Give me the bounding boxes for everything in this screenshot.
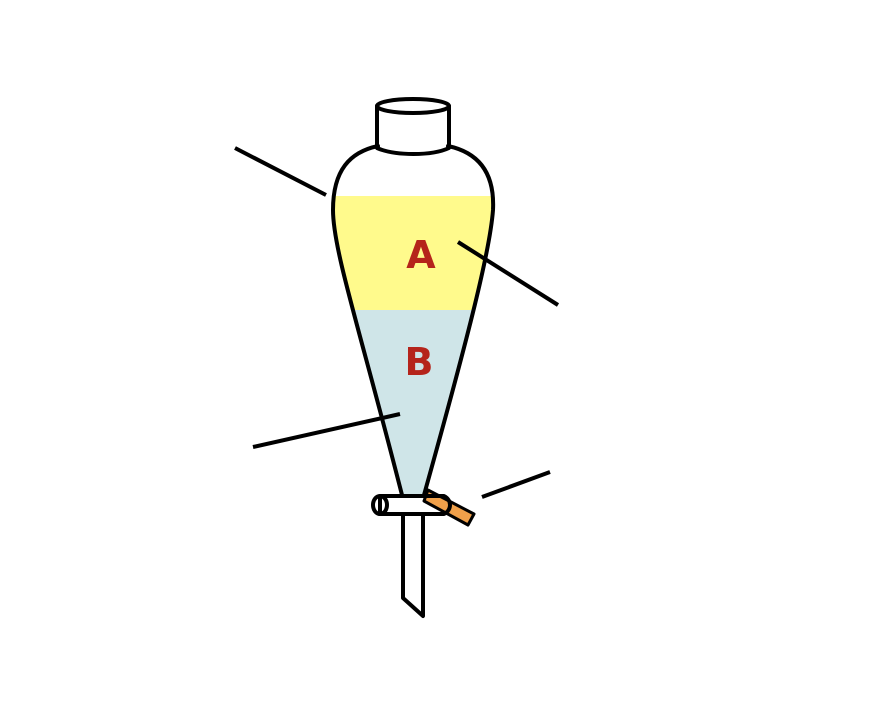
pointer-line-layer-a bbox=[456, 240, 560, 307]
pointer-line-layer-b bbox=[252, 412, 401, 449]
stopper bbox=[375, 97, 451, 156]
layer-a-liquid bbox=[333, 196, 494, 310]
layer-a-label: A bbox=[406, 233, 436, 277]
stopcock-barrel bbox=[378, 494, 452, 516]
pointer-line-stopper bbox=[234, 146, 327, 197]
pointer-line-stopcock bbox=[481, 470, 551, 499]
funnel-bulb-outline bbox=[331, 144, 496, 497]
pointer-lines bbox=[234, 146, 560, 499]
stopcock bbox=[371, 488, 476, 527]
layer-b-label: B bbox=[405, 340, 434, 384]
stopper-top bbox=[375, 97, 451, 115]
layer-b-liquid bbox=[333, 310, 494, 495]
funnel-stem bbox=[401, 512, 425, 618]
stopper-body bbox=[375, 104, 451, 156]
stopcock-barrel-end bbox=[371, 494, 389, 516]
